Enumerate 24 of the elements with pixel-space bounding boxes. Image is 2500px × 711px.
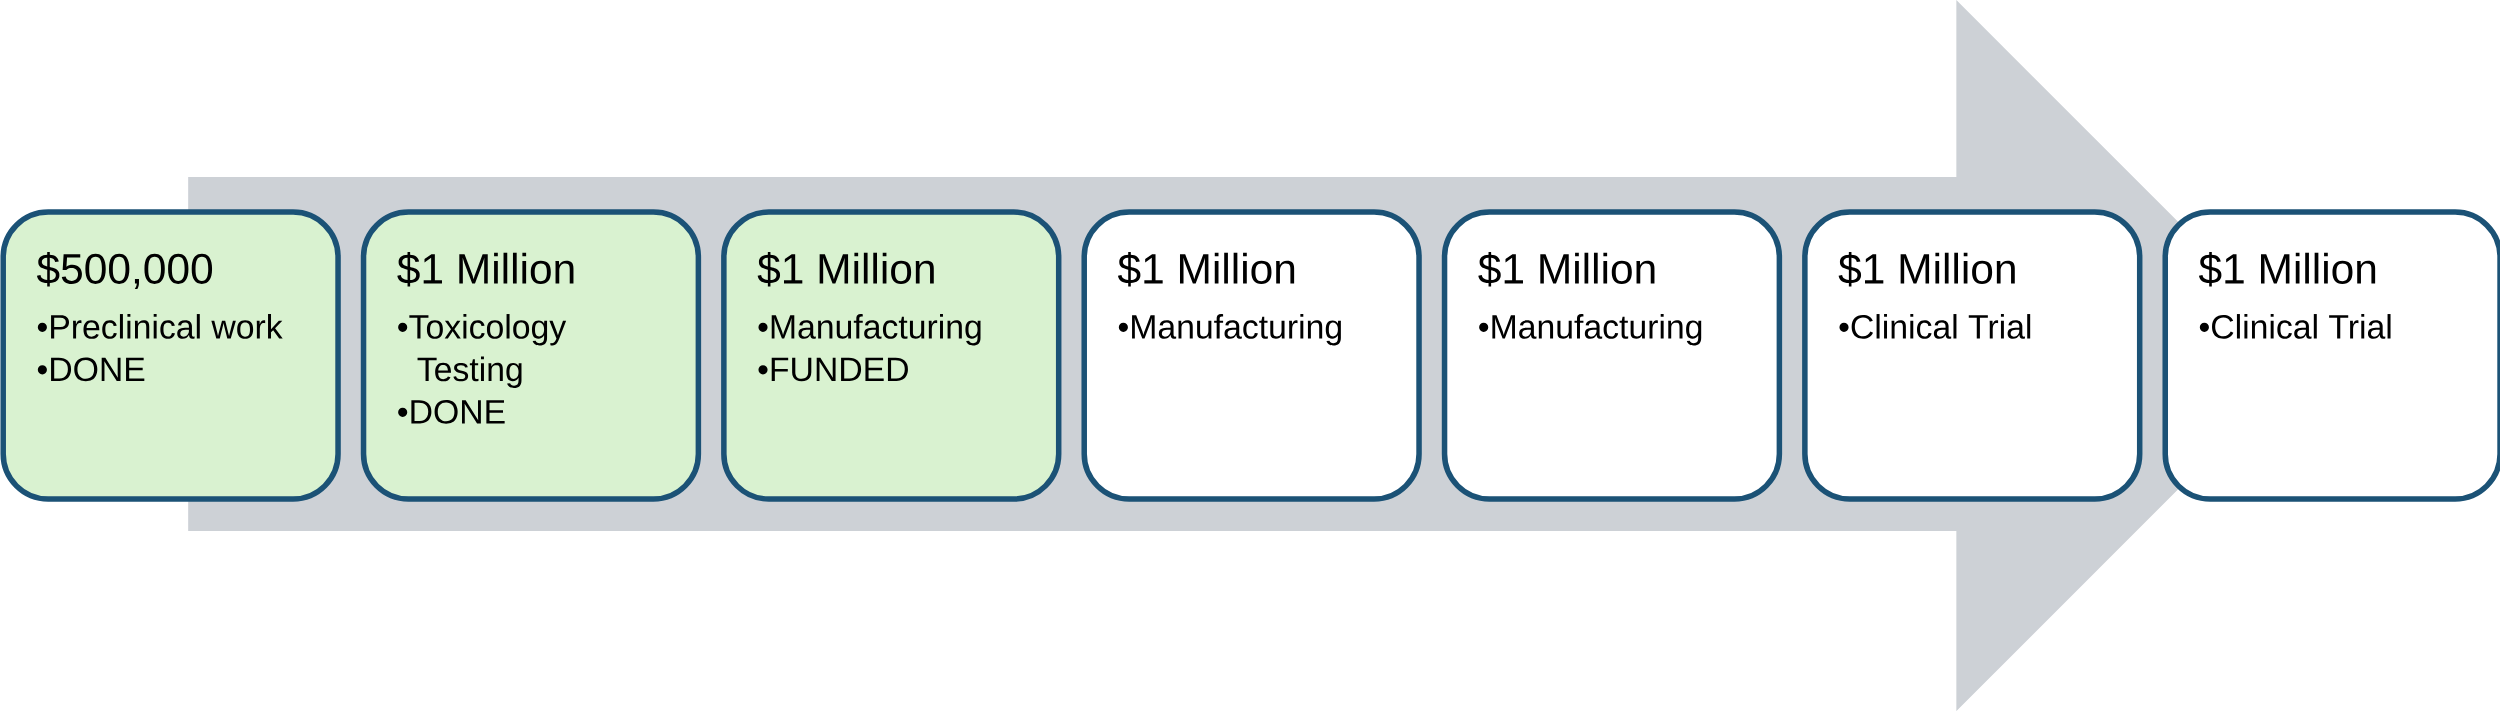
bullet-item: •Manufacturing [1118, 314, 1341, 346]
box-heading: $1 Million [2198, 252, 2376, 287]
bullet-item: •Clinical Trial [1839, 314, 2031, 339]
bullet-item: •DONE [37, 357, 145, 382]
box-heading: $1 Million [1117, 252, 1295, 287]
bullet-item: •FUNDED [758, 357, 908, 382]
stage-box [0, 209, 341, 502]
stage-box [360, 209, 702, 502]
box-heading: $1 Million [397, 252, 574, 287]
box-heading: $1 Million [757, 252, 934, 287]
bullet-item: •Toxicology Testing [398, 314, 567, 389]
box-heading: $1 Million [1838, 252, 2015, 287]
stage-box [2162, 209, 2500, 502]
bullet-item: •Manufacturing [758, 314, 981, 346]
bullet-item: •Manufacturing [1479, 314, 1702, 346]
stage-box [1441, 209, 1783, 502]
box-heading: $500,000 [36, 252, 213, 289]
stage-box [1802, 209, 2143, 502]
stage-box [721, 209, 1062, 502]
bullet-item: •DONE [398, 399, 505, 424]
bullet-item: •Clinical Trial [2199, 314, 2391, 339]
box-heading: $1 Million [1478, 252, 1655, 287]
stage-box [1081, 209, 1422, 502]
bullet-item: •Preclinical work [37, 314, 283, 339]
